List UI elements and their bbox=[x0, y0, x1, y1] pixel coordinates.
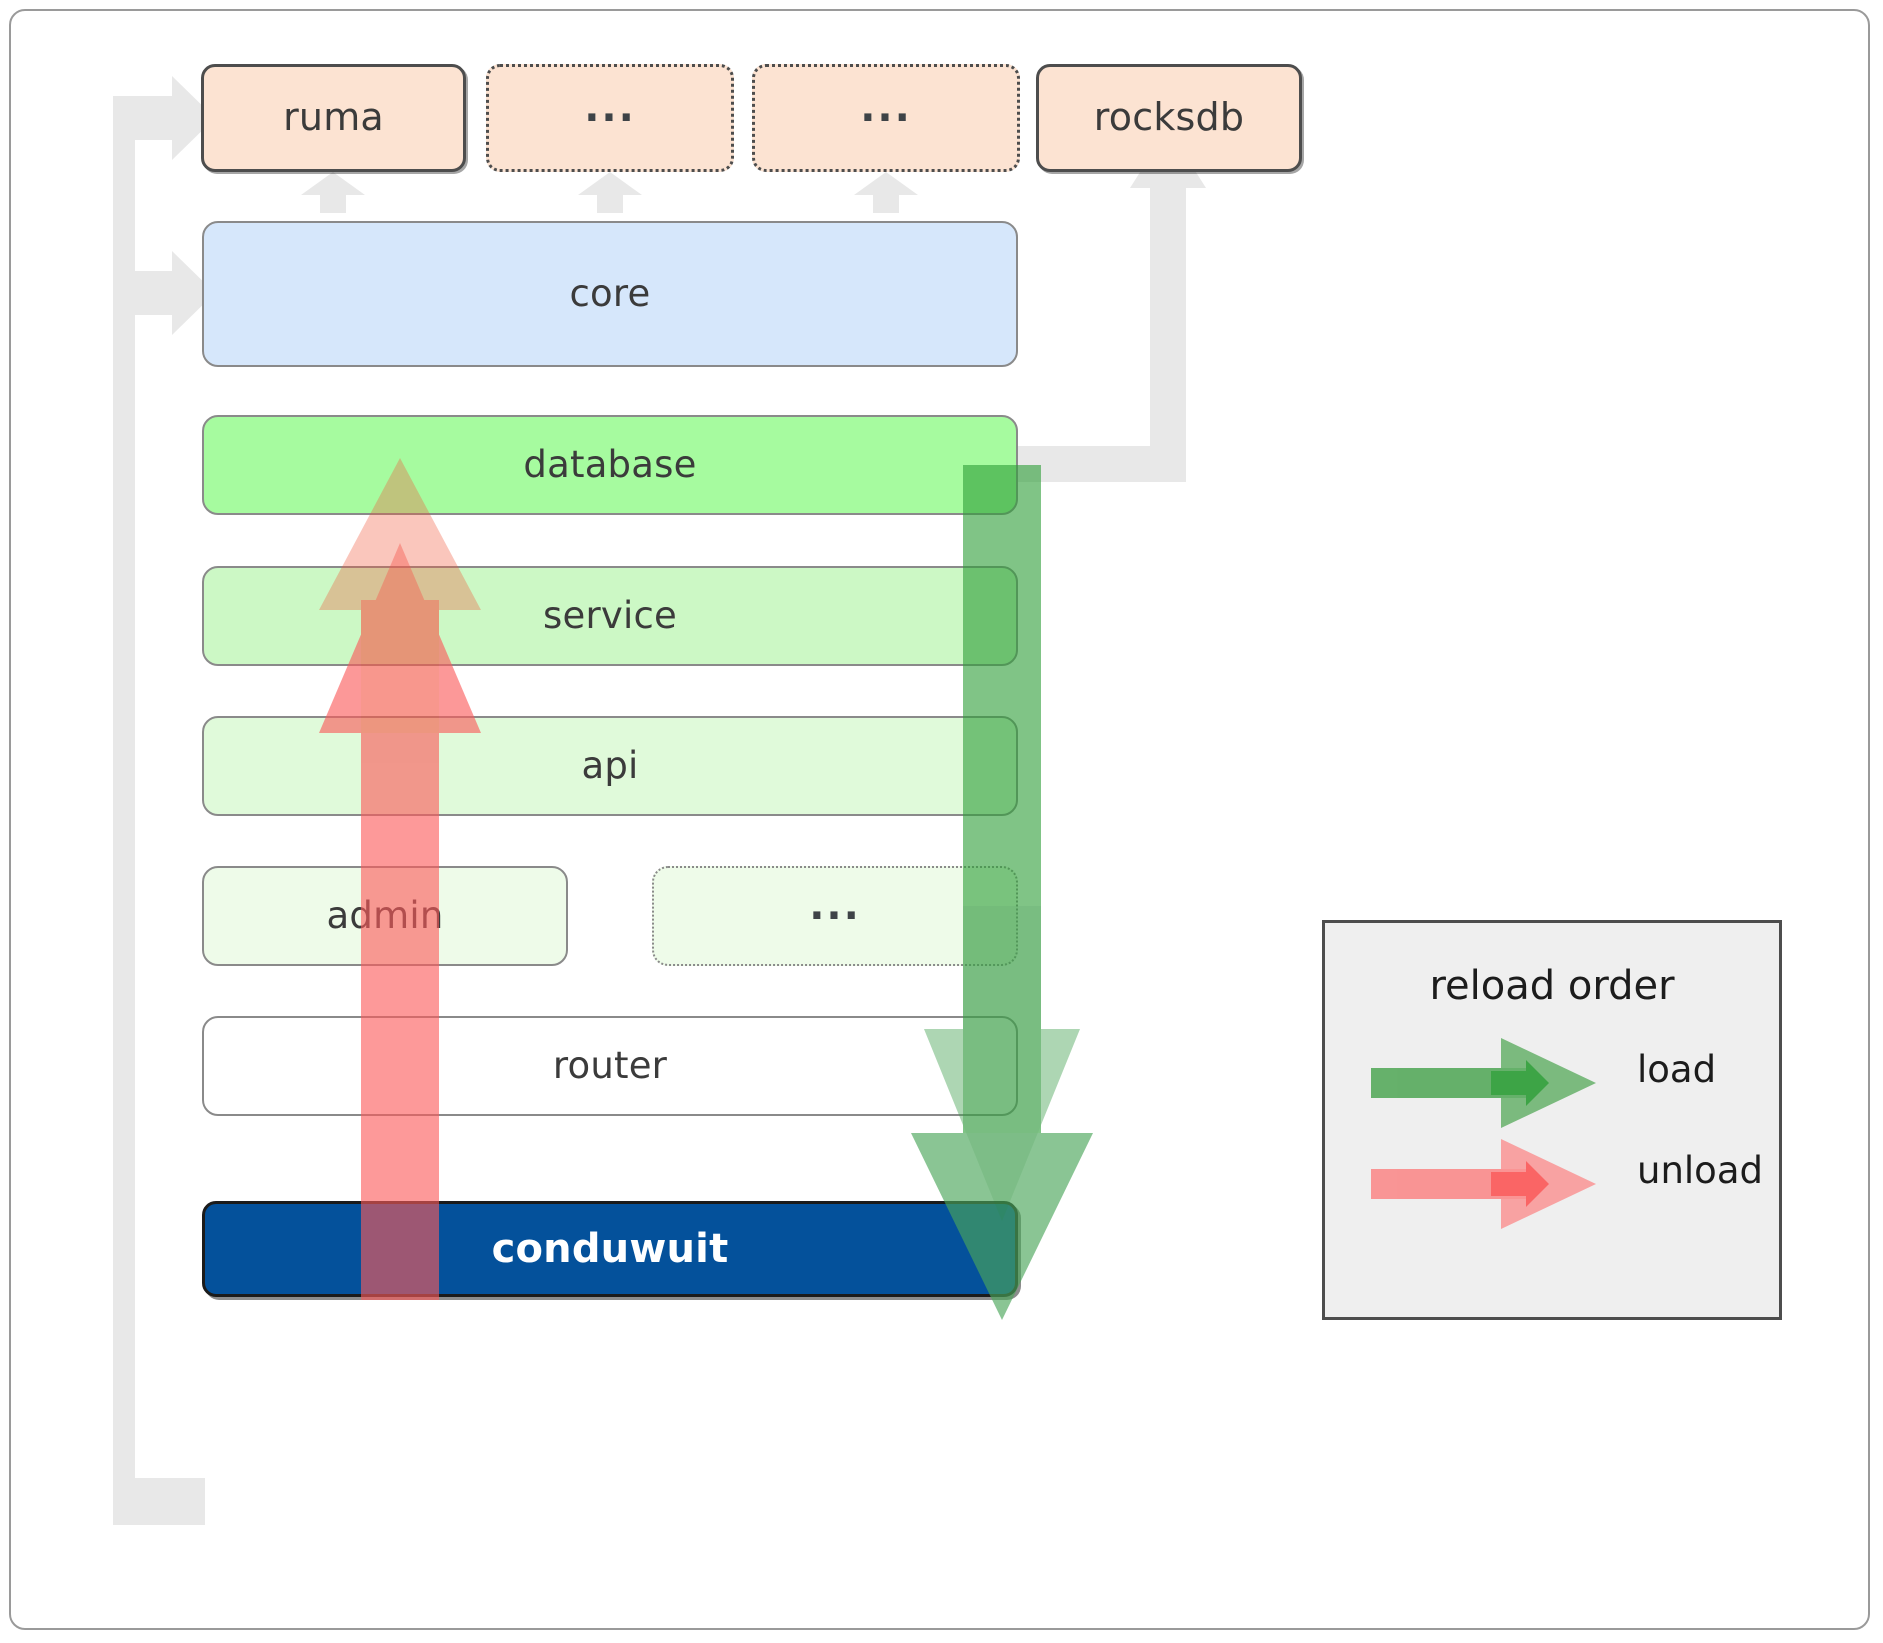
crate-ellipsis-2-label: ... bbox=[860, 85, 912, 131]
node-conduwuit-label: conduwuit bbox=[491, 1226, 729, 1272]
layer-service-label: service bbox=[543, 593, 677, 637]
crate-rocksdb-label: rocksdb bbox=[1093, 95, 1245, 140]
layer-admin-label: admin bbox=[326, 893, 444, 937]
legend-title: reload order bbox=[1429, 963, 1675, 1009]
crate-ellipsis-2[interactable]: ... bbox=[752, 64, 1020, 172]
crate-ruma[interactable]: ruma bbox=[201, 64, 466, 172]
layer-router[interactable]: router bbox=[202, 1016, 1018, 1116]
crate-ruma-label: ruma bbox=[283, 95, 384, 140]
layer-admin[interactable]: admin bbox=[202, 866, 568, 966]
legend-unload-label: unload bbox=[1637, 1149, 1763, 1192]
legend-unload-arrow-icon bbox=[1371, 1139, 1596, 1229]
legend-load-arrow-icon bbox=[1371, 1038, 1596, 1128]
layer-core-label: core bbox=[569, 271, 651, 315]
layer-database[interactable]: database bbox=[202, 415, 1018, 515]
layer-router-label: router bbox=[552, 1043, 668, 1087]
layer-api[interactable]: api bbox=[202, 716, 1018, 816]
layer-service[interactable]: service bbox=[202, 566, 1018, 666]
node-conduwuit[interactable]: conduwuit bbox=[202, 1201, 1018, 1297]
layer-database-label: database bbox=[523, 442, 697, 486]
layer-ellipsis[interactable]: ... bbox=[652, 866, 1018, 966]
legend-load-label: load bbox=[1637, 1048, 1717, 1091]
crate-rocksdb[interactable]: rocksdb bbox=[1036, 64, 1302, 172]
crate-ellipsis-1[interactable]: ... bbox=[486, 64, 734, 172]
layer-ellipsis-label: ... bbox=[809, 883, 861, 929]
layer-core[interactable]: core bbox=[202, 221, 1018, 367]
layer-api-label: api bbox=[581, 743, 639, 787]
legend-panel: reload order load unload bbox=[1322, 920, 1782, 1320]
crate-ellipsis-1-label: ... bbox=[584, 85, 636, 131]
